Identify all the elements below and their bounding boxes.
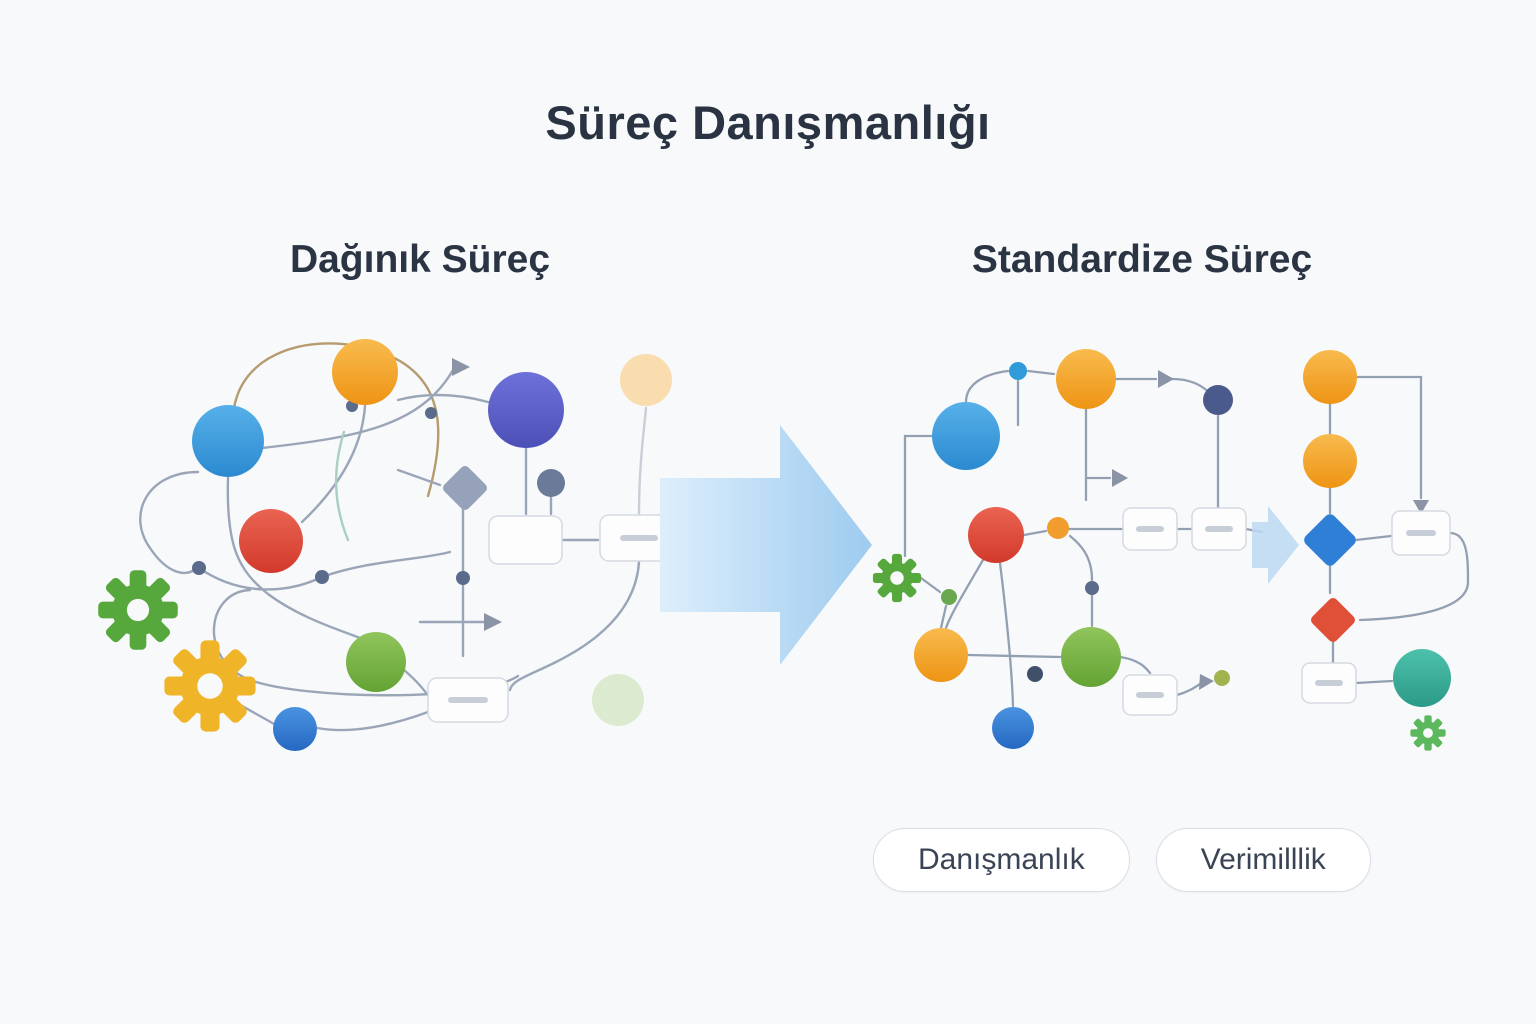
task-rectangle <box>1391 510 1451 556</box>
process-node <box>620 354 672 406</box>
process-node <box>1303 350 1357 404</box>
page-title: Süreç Danışmanlığı <box>545 96 991 150</box>
standardized-process-diagram <box>872 349 1470 751</box>
scattered-process-nodes <box>192 339 672 751</box>
task-rectangle <box>599 514 679 562</box>
decision-diamond-node <box>1304 514 1356 566</box>
scattered-connector-dots <box>192 400 565 585</box>
process-node <box>192 405 264 477</box>
decision-diamond-node <box>443 466 487 510</box>
standardized-process-heading: Standardize Süreç <box>971 238 1313 281</box>
scattered-process-diagram <box>98 339 679 751</box>
badge-row: Danışmanlık Verimilllik <box>873 828 1371 892</box>
gear-icon <box>1410 715 1446 751</box>
standardized-arrowheads <box>1112 370 1429 690</box>
process-node <box>914 628 968 682</box>
scattered-process-heading: Dağınık Süreç <box>289 238 551 281</box>
process-node <box>992 707 1034 749</box>
process-node <box>1393 649 1451 707</box>
gear-icon <box>98 570 178 650</box>
standardized-task-boxes <box>1122 507 1451 716</box>
task-rectangle <box>1122 507 1178 551</box>
efficiency-badge: Verimilllik <box>1155 828 1371 892</box>
standardized-connector-dots <box>941 362 1233 686</box>
task-rectangle <box>427 677 509 723</box>
task-rectangle <box>1122 674 1178 716</box>
standardized-process-nodes <box>914 349 1451 749</box>
task-rectangle <box>488 515 563 565</box>
process-node <box>1061 627 1121 687</box>
gear-icon <box>872 553 922 603</box>
gear-icon <box>164 640 256 732</box>
process-node <box>592 674 644 726</box>
process-node <box>932 402 1000 470</box>
process-node <box>239 509 303 573</box>
task-rectangle <box>1301 662 1357 704</box>
standardized-decision-nodes <box>1304 514 1356 642</box>
consulting-badge: Danışmanlık <box>873 828 1130 892</box>
scattered-task-boxes <box>427 466 679 723</box>
scattered-arrowheads <box>452 358 502 631</box>
process-node <box>488 372 564 448</box>
process-node <box>273 707 317 751</box>
decision-diamond-node <box>1311 598 1355 642</box>
process-node <box>1056 349 1116 409</box>
process-node <box>968 507 1024 563</box>
standardized-connector-lines <box>903 369 1470 708</box>
transformation-arrow-icon <box>660 425 872 665</box>
process-node <box>1303 434 1357 488</box>
small-flow-arrow-icon <box>1252 506 1299 584</box>
process-node <box>332 339 398 405</box>
task-rectangle <box>1191 507 1247 551</box>
process-node <box>346 632 406 692</box>
